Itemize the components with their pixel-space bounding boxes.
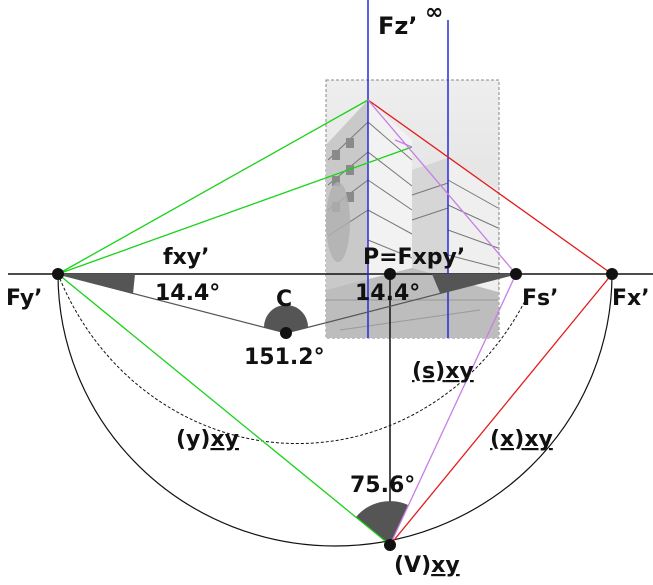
violet-lines xyxy=(367,99,517,546)
label-c: C xyxy=(276,287,292,312)
label-fx: Fx’ xyxy=(612,286,650,311)
angle-wedge-left xyxy=(58,274,135,294)
label-fz: Fz’ xyxy=(378,12,417,40)
point-fy xyxy=(52,268,64,280)
point-c xyxy=(280,327,292,339)
line-c-fs xyxy=(285,273,517,334)
label-fs: Fs’ xyxy=(522,286,558,311)
points xyxy=(52,268,618,551)
dashed-arc xyxy=(57,273,529,445)
label-y-xy: (y)xy xyxy=(176,427,239,452)
label-fy: Fy’ xyxy=(6,286,43,311)
angle-wedge-c xyxy=(264,305,308,333)
label-fxy: fxy’ xyxy=(163,245,209,270)
point-fx xyxy=(606,268,618,280)
label-angle-left: 14.4° xyxy=(155,281,220,306)
point-fs xyxy=(510,268,522,280)
label-infinity: ∞ xyxy=(425,0,443,25)
label-v-xy: (V)xy xyxy=(394,553,460,578)
point-v xyxy=(384,539,396,551)
label-angle-right: 14.4° xyxy=(355,281,420,306)
label-angle-c: 151.2° xyxy=(244,345,325,370)
label-p-fxpy: P=Fxpy’ xyxy=(363,245,465,270)
angle-wedge-v xyxy=(356,501,408,545)
red-lines xyxy=(367,99,613,546)
label-angle-v: 75.6° xyxy=(350,473,415,498)
label-x-xy: (x)xy xyxy=(490,427,553,452)
angle-wedge-right xyxy=(432,274,516,293)
label-s-xy: (s)xy xyxy=(412,359,474,384)
green-lines xyxy=(57,99,413,546)
point-p xyxy=(384,268,396,280)
thales-semicircle xyxy=(57,273,613,547)
